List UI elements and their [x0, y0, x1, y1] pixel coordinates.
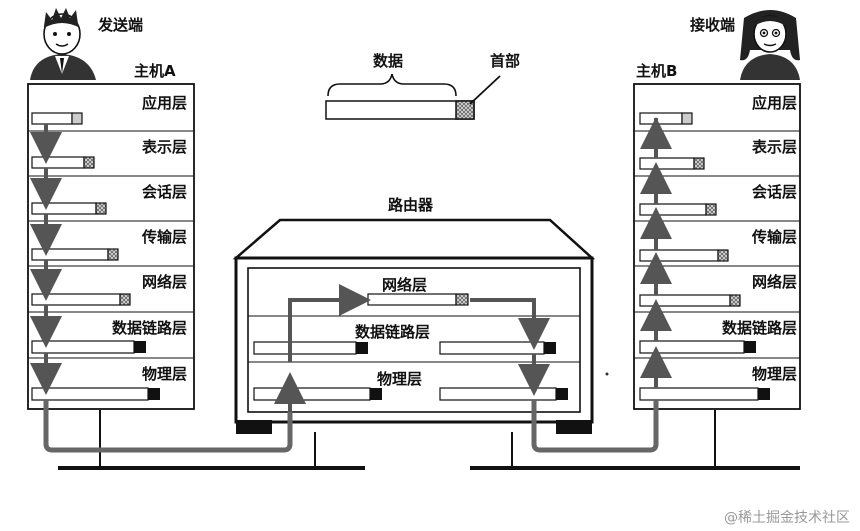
- host-a-packet-presentation: [31, 156, 85, 169]
- host-a-layer-datalink: 数据链路层: [112, 319, 187, 337]
- host-b-packet-transport: [639, 249, 719, 262]
- host-a-title: 主机A: [134, 62, 176, 80]
- sender-caption: 发送端: [97, 16, 143, 34]
- router-port-right: [556, 420, 592, 434]
- host-b-frame: [633, 83, 801, 410]
- router-roof: [232, 218, 596, 260]
- host-b-title: 主机B: [636, 62, 677, 80]
- data-brace: [327, 73, 457, 97]
- router-packet-network: [367, 293, 457, 306]
- host-a-packet-application: [31, 112, 73, 125]
- signal-path: [43, 400, 659, 453]
- host-a-layer-presentation: 表示层: [142, 138, 187, 156]
- host-b-layer-session: 会话层: [752, 183, 797, 201]
- router-layer-physical: 物理层: [377, 370, 422, 388]
- legend-data-label: 数据: [373, 52, 403, 70]
- host-b-packet-session: [639, 203, 707, 216]
- host-b-packet-datalink: [639, 340, 745, 354]
- router-port-left: [236, 420, 272, 434]
- host-a-packet-datalink: [31, 340, 135, 354]
- host-b-packet-network: [639, 294, 731, 307]
- watermark: @稀土掘金技术社区: [724, 510, 850, 526]
- receiver-caption: 接收端: [690, 16, 735, 34]
- signal-path-router-to-b: [531, 400, 659, 453]
- host-b-layer-datalink: 数据链路层: [722, 319, 797, 337]
- host-b-packet-physical: [639, 387, 759, 401]
- router-flow-arrows: [274, 284, 550, 412]
- host-b-layer-transport: 传输层: [751, 228, 797, 246]
- host-a-packet-session: [31, 202, 97, 215]
- host-a-packet-physical: [31, 387, 149, 401]
- receiver-person-icon: [740, 10, 800, 80]
- router-packet-datalink-out: [439, 341, 545, 355]
- header-pointer-line: [469, 75, 501, 105]
- speck: [605, 372, 609, 376]
- host-a-layer-network: 网络层: [142, 273, 187, 291]
- host-a-layer-session: 会话层: [142, 183, 187, 201]
- router-title: 路由器: [388, 196, 434, 214]
- legend-header-label: 首部: [490, 52, 520, 70]
- host-b-layer-application: 应用层: [752, 94, 797, 112]
- host-a-packet-network: [31, 293, 121, 306]
- packet-data-block: [325, 100, 475, 120]
- host-a-layer-physical: 物理层: [142, 365, 187, 383]
- host-b-stack: 应用层 表示层 会话层 传输层 网络层 数据链路层 物理层: [633, 83, 801, 410]
- host-b-layer-network: 网络层: [752, 273, 797, 291]
- host-b-layer-physical: 物理层: [752, 365, 797, 383]
- packet-legend: 数据 首部: [325, 52, 520, 120]
- host-a-packet-transport: [31, 248, 109, 261]
- router-layer-datalink: 数据链路层: [355, 323, 430, 341]
- host-a-frame: [27, 83, 195, 410]
- sender-person-icon: [30, 8, 96, 80]
- host-a-layer-transport: 传输层: [141, 228, 187, 246]
- host-b-layer-presentation: 表示层: [752, 138, 797, 156]
- host-a-stack: 应用层 表示层 会话层 传输层 网络层 数据链路层 物理层: [27, 83, 195, 410]
- host-b-packet-presentation: [639, 157, 695, 170]
- host-a-layer-application: 应用层: [142, 94, 187, 112]
- host-b-packet-application: [639, 112, 683, 125]
- signal-path-a-to-router: [43, 400, 293, 453]
- router-packet-physical-out: [439, 387, 557, 401]
- packet-header-block: [455, 100, 475, 120]
- network-cables: [58, 410, 800, 470]
- router-layer-network: 网络层: [382, 276, 427, 294]
- router-packet-datalink-in: [253, 341, 357, 355]
- router-packet-physical-in: [253, 387, 371, 401]
- router-device: 网络层 数据链路层 物理层: [232, 218, 596, 434]
